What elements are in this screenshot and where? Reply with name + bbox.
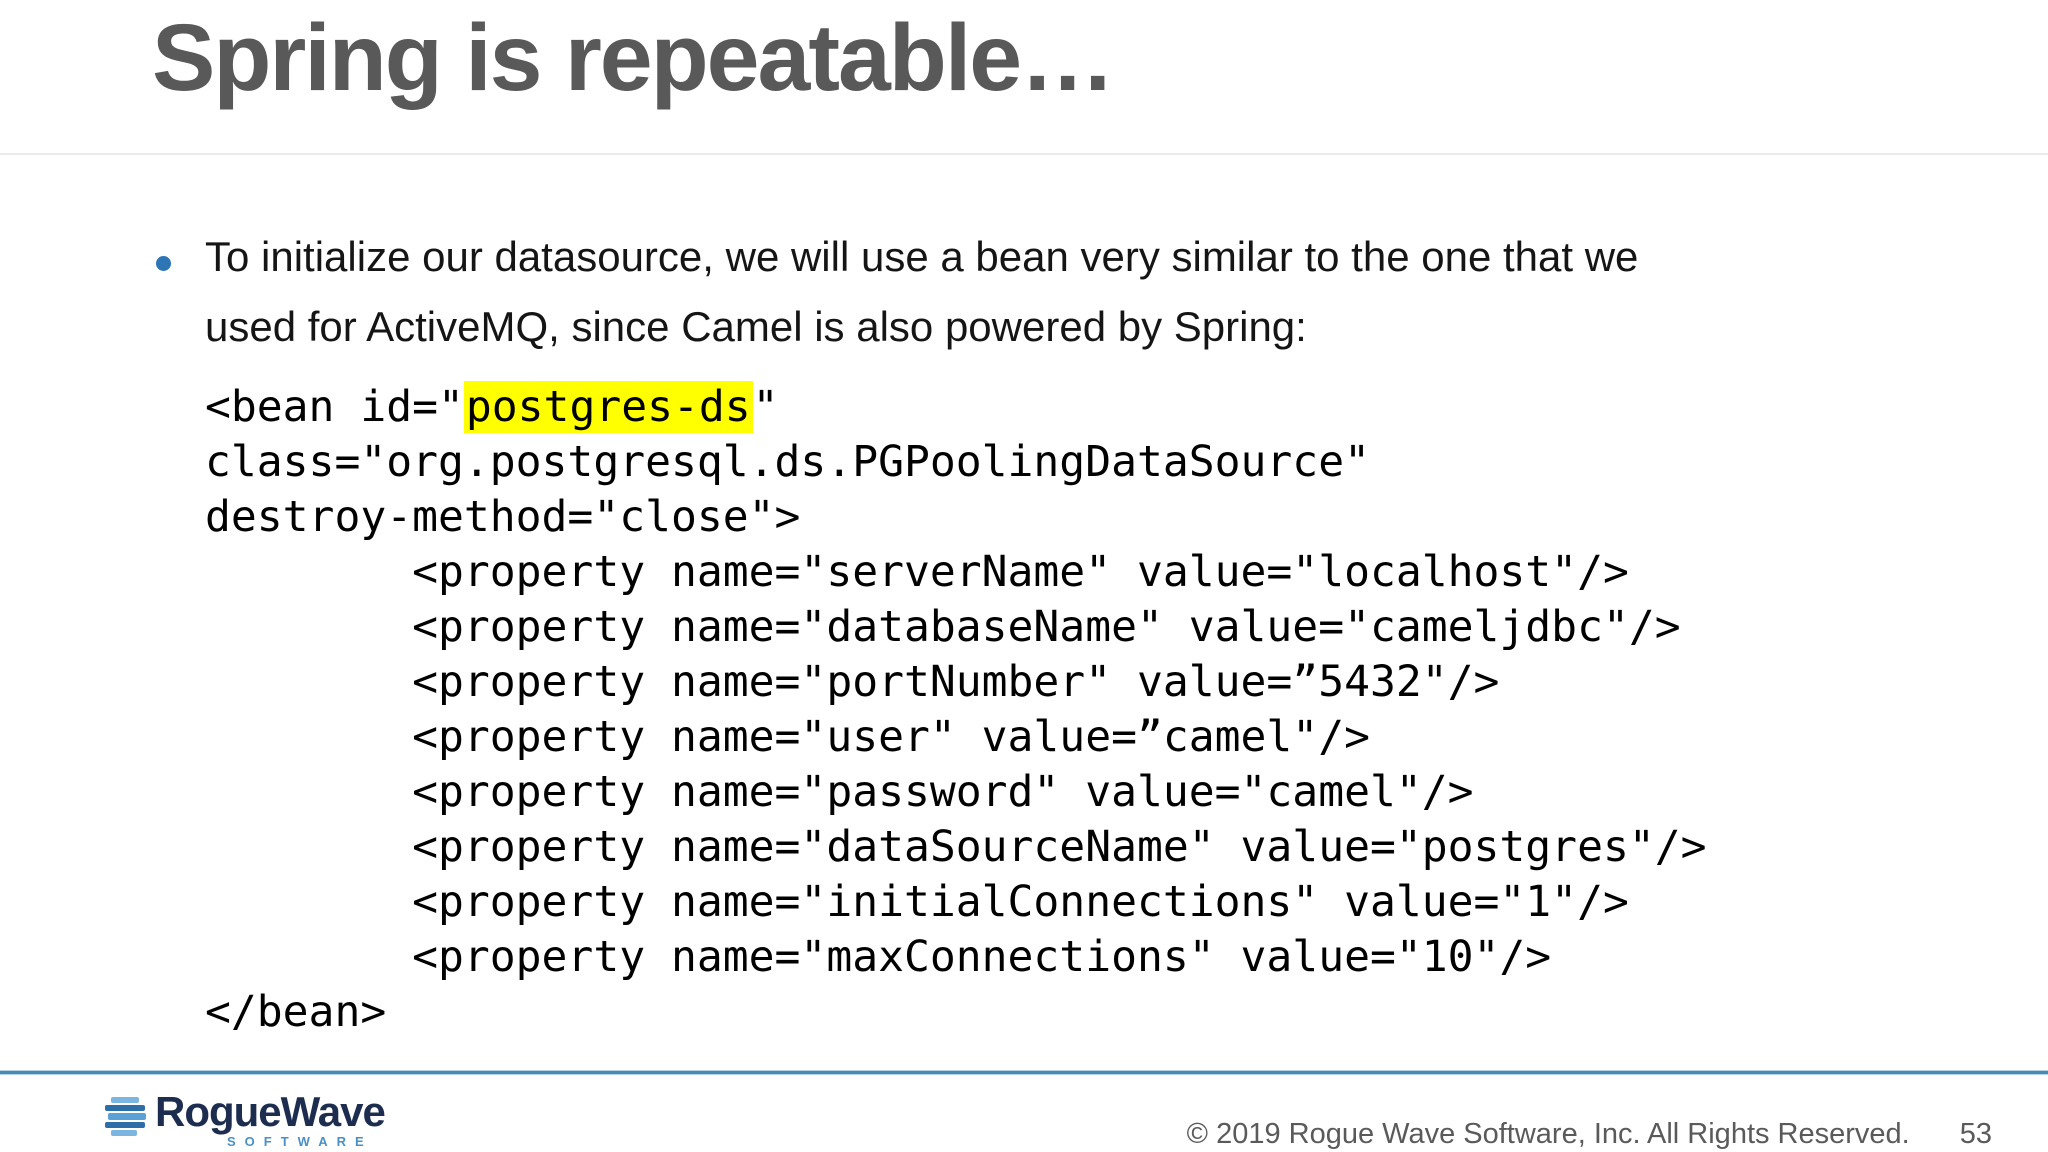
code-line: <property name="serverName" value="local… (205, 547, 1629, 597)
page-title: Spring is repeatable… (152, 5, 1115, 111)
code-text: " (752, 382, 779, 432)
code-line: <property name="initialConnections" valu… (205, 877, 1629, 927)
code-line: destroy-method="close"> (205, 492, 801, 542)
wave-icon (105, 1097, 146, 1136)
code-line: <property name="databaseName" value="cam… (205, 602, 1681, 652)
bullet-text-line: To initialize our datasource, we will us… (205, 233, 1639, 280)
footer-right: © 2019 Rogue Wave Software, Inc. All Rig… (1187, 1118, 1992, 1151)
code-line-bean-open: <bean id="postgres-ds" (205, 380, 1707, 435)
code-line: <property name="user" value=”camel"/> (205, 712, 1370, 762)
bullet-text: To initialize our datasource, we will us… (205, 222, 1965, 362)
code-text: <bean id=" (205, 382, 464, 432)
code-line: <property name="password" value="camel"/… (205, 767, 1474, 817)
code-block: <bean id="postgres-ds" class="org.postgr… (205, 380, 1707, 1040)
highlighted-bean-id: postgres-ds (463, 381, 753, 433)
bullet-dot-icon (156, 256, 171, 271)
code-line: </bean> (205, 987, 387, 1037)
copyright-text: © 2019 Rogue Wave Software, Inc. All Rig… (1186, 1118, 1910, 1150)
code-lines-container: class="org.postgresql.ds.PGPoolingDataSo… (205, 435, 1707, 1040)
logo-text: RogueWave (155, 1088, 386, 1135)
roguewave-logo: RogueWave SOFTWARE (103, 1088, 386, 1150)
logo-subtext: SOFTWARE (227, 1134, 373, 1149)
header-divider (0, 153, 2048, 155)
code-line: <property name="portNumber" value=”5432"… (205, 657, 1500, 707)
code-line: class="org.postgresql.ds.PGPoolingDataSo… (205, 437, 1370, 487)
bullet-text-line: used for ActiveMQ, since Camel is also p… (205, 303, 1307, 350)
logo-text-wrap: RogueWave SOFTWARE (155, 1088, 386, 1150)
page-number: 53 (1959, 1118, 1992, 1150)
code-line: <property name="dataSourceName" value="p… (205, 822, 1707, 872)
code-line: <property name="maxConnections" value="1… (205, 932, 1552, 982)
footer-divider (0, 1070, 2048, 1075)
